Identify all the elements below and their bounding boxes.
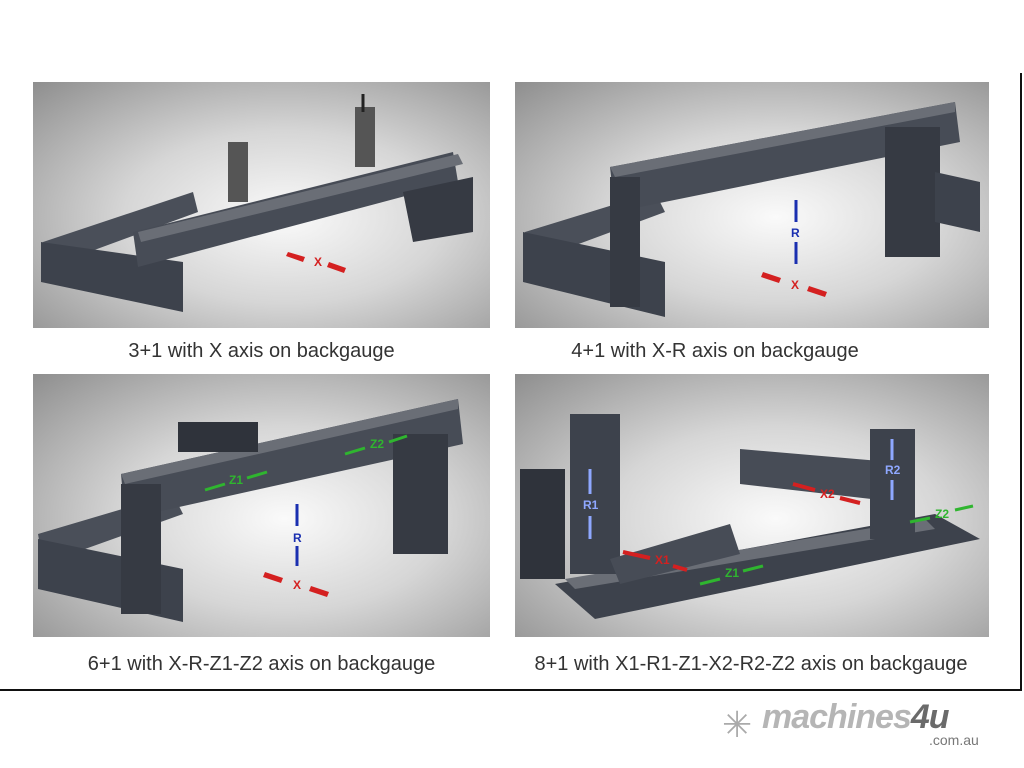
logo-domain: .com.au: [929, 732, 979, 748]
caption-4plus1: 4+1 with X-R axis on backgauge: [571, 340, 859, 362]
snowflake-logo-icon: ✳: [722, 704, 753, 745]
frame-border-bottom: [0, 689, 1022, 691]
axis-label-x: X: [314, 255, 322, 269]
axis-label-z2: Z2: [935, 507, 949, 521]
frame-border-right: [1020, 73, 1022, 691]
backgauge-6plus1-image: Z1 Z2 R X: [33, 374, 490, 637]
logo-accent: 4u: [910, 698, 950, 736]
axis-label-z1: Z1: [229, 473, 243, 487]
arrow-right-icon: [327, 262, 346, 273]
machines4u-logo: ✳ machines4u .com.au: [722, 698, 992, 750]
backgauge-8plus1-image: R1 X1 Z1 R2 X2 Z2: [515, 374, 989, 637]
backgauge-4plus1-image: R X: [515, 82, 989, 328]
axis-label-r1: R1: [583, 498, 599, 512]
axis-label-x: X: [293, 578, 301, 592]
logo-name: machines: [762, 698, 912, 736]
caption-6plus1: 6+1 with X-R-Z1-Z2 axis on backgauge: [87, 653, 436, 675]
axis-label-z1: Z1: [725, 566, 739, 580]
axis-label-x1: X1: [655, 553, 670, 567]
backgauge-3plus1-image: X: [33, 82, 490, 328]
axis-label-z2: Z2: [370, 437, 384, 451]
caption-8plus1: 8+1 with X1-R1-Z1-X2-R2-Z2 axis on backg…: [534, 653, 968, 675]
axis-label-r: R: [293, 531, 302, 545]
axis-label-r: R: [791, 226, 800, 240]
axis-label-r2: R2: [885, 463, 901, 477]
axis-label-x2: X2: [820, 487, 835, 501]
arrow-left-icon: [286, 252, 305, 262]
axis-label-x: X: [791, 278, 799, 292]
caption-3plus1: 3+1 with X axis on backgauge: [128, 340, 395, 362]
